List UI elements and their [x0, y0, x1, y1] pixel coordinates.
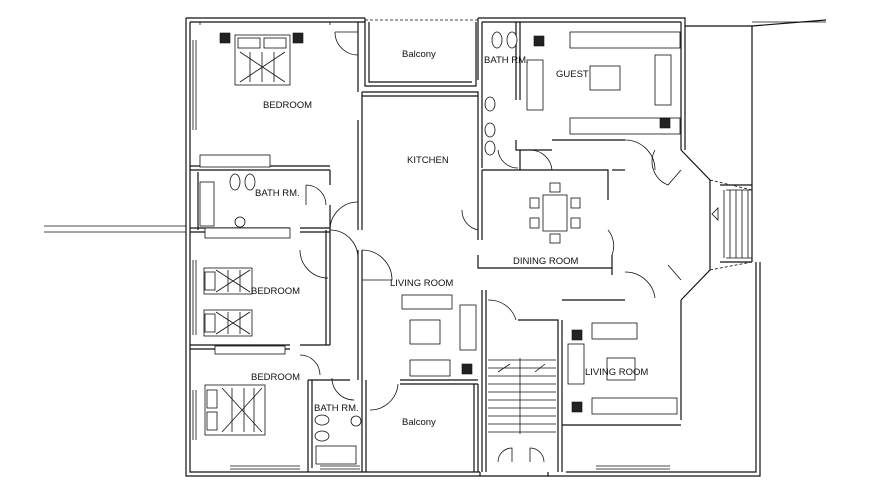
label-dining: DINING ROOM — [513, 256, 579, 267]
room-labels: Balcony BATH RM. GUEST BEDROOM KITCHEN B… — [251, 49, 648, 428]
label-living-right: LIVING ROOM — [585, 367, 648, 378]
sofa-icon — [401, 31, 681, 415]
label-bath-mid: BATH RM. — [255, 188, 300, 199]
bed-icon — [204, 384, 266, 436]
label-bath-bottom: BATH RM. — [314, 403, 359, 414]
bed-icon — [203, 267, 253, 337]
label-bedroom-1: BEDROOM — [263, 100, 312, 111]
stairs-icon — [488, 358, 556, 434]
label-balcony-top: Balcony — [402, 49, 436, 60]
dining-table-icon — [529, 182, 581, 244]
label-bedroom-3: BEDROOM — [251, 372, 300, 383]
label-guest: GUEST — [556, 69, 589, 80]
windows — [192, 22, 670, 470]
label-kitchen: KITCHEN — [407, 155, 449, 166]
label-bedroom-2: BEDROOM — [251, 286, 300, 297]
outer-walls — [44, 17, 827, 477]
label-living-main: LIVING ROOM — [390, 278, 453, 289]
toilet-icon — [199, 31, 518, 465]
label-balcony-bottom: Balcony — [402, 417, 436, 428]
label-bath-top: BATH RM. — [484, 55, 529, 66]
doors — [299, 31, 682, 463]
bed-icon — [219, 32, 304, 86]
